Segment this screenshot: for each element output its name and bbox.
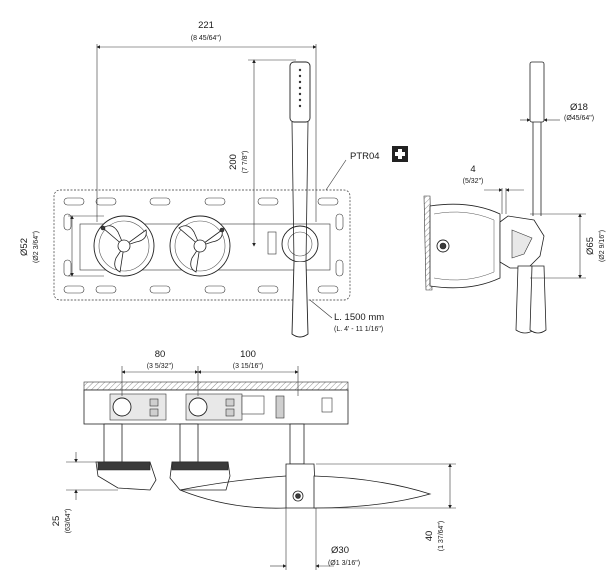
dim-100: 100 — [240, 349, 256, 360]
hose-length-label: L. 1500 mm — [334, 312, 384, 323]
dim-18-inch: (Ø45/64") — [564, 115, 594, 122]
dim-65: Ø65 — [585, 237, 596, 255]
mixer-valve-left — [93, 215, 155, 277]
dim-80-inch: (3 5/32") — [147, 363, 174, 370]
dim-40-inch: (1 37/64") — [438, 521, 445, 552]
part-code-label: PTR04 — [350, 151, 380, 162]
top-view: 80 (3 5/32") 100 (3 15/16") 25 (63/64") … — [51, 349, 456, 570]
dim-25: 25 — [51, 516, 62, 527]
dim-18: Ø18 — [570, 102, 588, 113]
dim-200: 200 — [228, 154, 239, 170]
dim-100-inch: (3 15/16") — [233, 363, 264, 370]
dim-30-inch: (Ø1 3/16") — [328, 560, 360, 567]
mixer-valve-right — [169, 215, 231, 277]
dim-4: 4 — [470, 164, 475, 175]
dim-4-inch: (5/32") — [463, 178, 484, 185]
dim-25-inch: (63/64") — [65, 509, 72, 534]
dim-52: Ø52 — [19, 238, 30, 256]
plate-slots — [63, 197, 344, 294]
dim-52-inch: (Ø2 3/64") — [33, 231, 40, 263]
side-view: Ø18 (Ø45/64") 4 (5/32") Ø65 (Ø2 9/16") — [423, 61, 606, 334]
dim-221: 221 — [198, 20, 214, 31]
hand-shower — [289, 61, 311, 338]
hose-length-inch: (L. 4' - 11 1/16") — [334, 326, 383, 333]
dim-221-inch: (8 45/64") — [191, 35, 222, 42]
dim-200-inch: (7 7/8") — [242, 151, 249, 174]
dim-65-inch: (Ø2 9/16") — [599, 230, 606, 262]
dim-40: 40 — [424, 531, 435, 542]
dim-80: 80 — [155, 349, 166, 360]
front-view: 221 (8 45/64") 200 (7 7/8") Ø52 (Ø2 3/64… — [19, 20, 408, 338]
dim-30: Ø30 — [331, 545, 349, 556]
plus-icon — [392, 146, 408, 162]
